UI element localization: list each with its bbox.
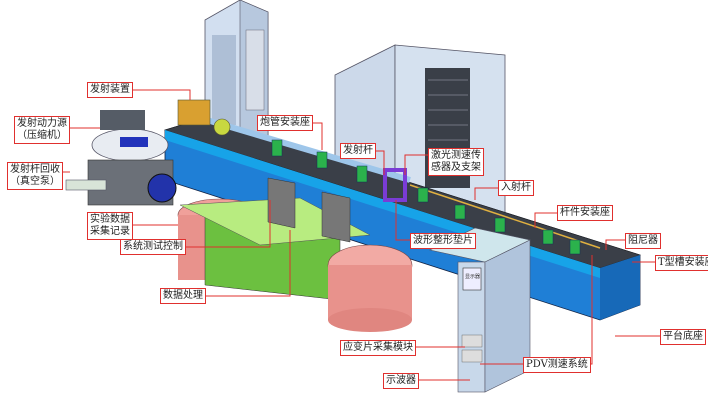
cabinet-screen-text: 显示器 (465, 274, 481, 280)
label-system-control: 系统测试控制 (120, 239, 186, 255)
barrel (199, 115, 411, 183)
label-laser-sensor: 激光测速传感器及支架 (428, 148, 484, 176)
bar-mounts (271, 139, 581, 255)
label-t-slot-mount: T型槽安装座 (655, 255, 708, 271)
label-platform-base: 平台底座 (660, 329, 706, 345)
label-bar-mount: 杆件安装座 (557, 205, 613, 221)
pulse-shaper-frame (383, 168, 407, 202)
label-striker-bar: 发射杆 (340, 143, 376, 159)
label-data-processing: 数据处理 (160, 288, 206, 304)
label-pdv-system: PDV测速系统 (523, 357, 591, 373)
label-data-acquisition: 实验数据采集记录 (87, 212, 133, 240)
label-rod-recovery: 发射杆回收（真空泵） (7, 162, 63, 190)
pdv-cabinet (429, 227, 531, 393)
compressor (91, 110, 169, 162)
label-power-source: 发射动力源（压缩机） (14, 116, 70, 144)
label-launcher: 发射装置 (87, 82, 133, 98)
label-barrel-mount: 炮管安装座 (257, 115, 313, 131)
label-pulse-shaper: 波形整形垫片 (410, 233, 476, 249)
label-incident-bar: 入射杆 (498, 180, 534, 196)
label-oscilloscope: 示波器 (383, 373, 419, 389)
incident-bar (409, 184, 601, 249)
launcher-device (177, 99, 231, 136)
label-strain-module: 应变片采集模块 (340, 340, 416, 356)
operator-desk (177, 177, 413, 332)
vacuum-pump (65, 159, 177, 206)
label-damper: 阻尼器 (625, 233, 661, 249)
